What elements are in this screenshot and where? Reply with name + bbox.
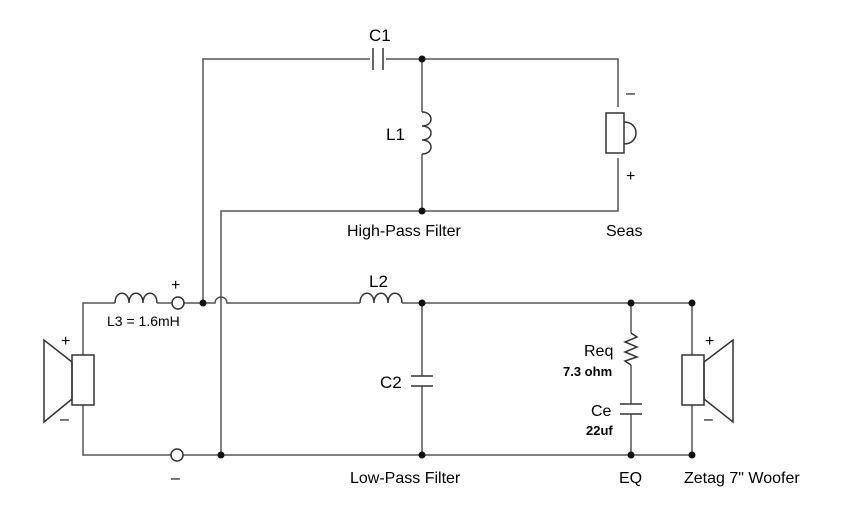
label-req-value: 7.3 ohm (563, 364, 612, 379)
label-req: Req (584, 343, 613, 360)
input-terminal-positive (171, 296, 185, 310)
resistor-req (623, 332, 640, 366)
inductor-l3 (114, 292, 158, 304)
label-ce-value: 22uf (586, 423, 613, 438)
tweeter-minus-sign: – (626, 85, 635, 102)
input-plus-sign: + (171, 277, 180, 294)
capacitor-ce (620, 403, 642, 415)
inductor-l1 (421, 111, 432, 155)
woofer-plus-sign: + (705, 333, 714, 350)
label-eq: EQ (619, 470, 642, 487)
label-l1: L1 (386, 125, 405, 144)
capacitor-c1 (372, 48, 384, 70)
inductor-l2 (359, 292, 403, 304)
tweeter-plus-sign: + (626, 168, 635, 185)
input-terminal-negative (170, 448, 184, 462)
label-low-pass-filter: Low-Pass Filter (350, 470, 461, 487)
left-speaker-plus-sign: + (61, 333, 70, 350)
high-pass-wiring (202, 58, 619, 455)
tweeter-speaker-icon (605, 112, 637, 154)
input-minus-sign: – (171, 470, 180, 487)
label-ce: Ce (591, 403, 612, 420)
woofer-minus-sign: – (704, 411, 713, 428)
label-woofer-name: Zetag 7" Woofer (684, 470, 800, 487)
capacitor-c2 (411, 375, 433, 387)
label-l3: L3 = 1.6mH (107, 313, 180, 329)
left-speaker-icon (43, 338, 95, 424)
label-c1: C1 (369, 26, 391, 45)
woofer-speaker-icon (681, 338, 734, 424)
label-high-pass-filter: High-Pass Filter (347, 223, 461, 240)
left-speaker-minus-sign: – (60, 411, 69, 428)
label-tweeter-name: Seas (606, 223, 642, 240)
junction-dots (199, 55, 696, 459)
label-l2: L2 (369, 272, 388, 291)
label-c2: C2 (380, 373, 402, 392)
